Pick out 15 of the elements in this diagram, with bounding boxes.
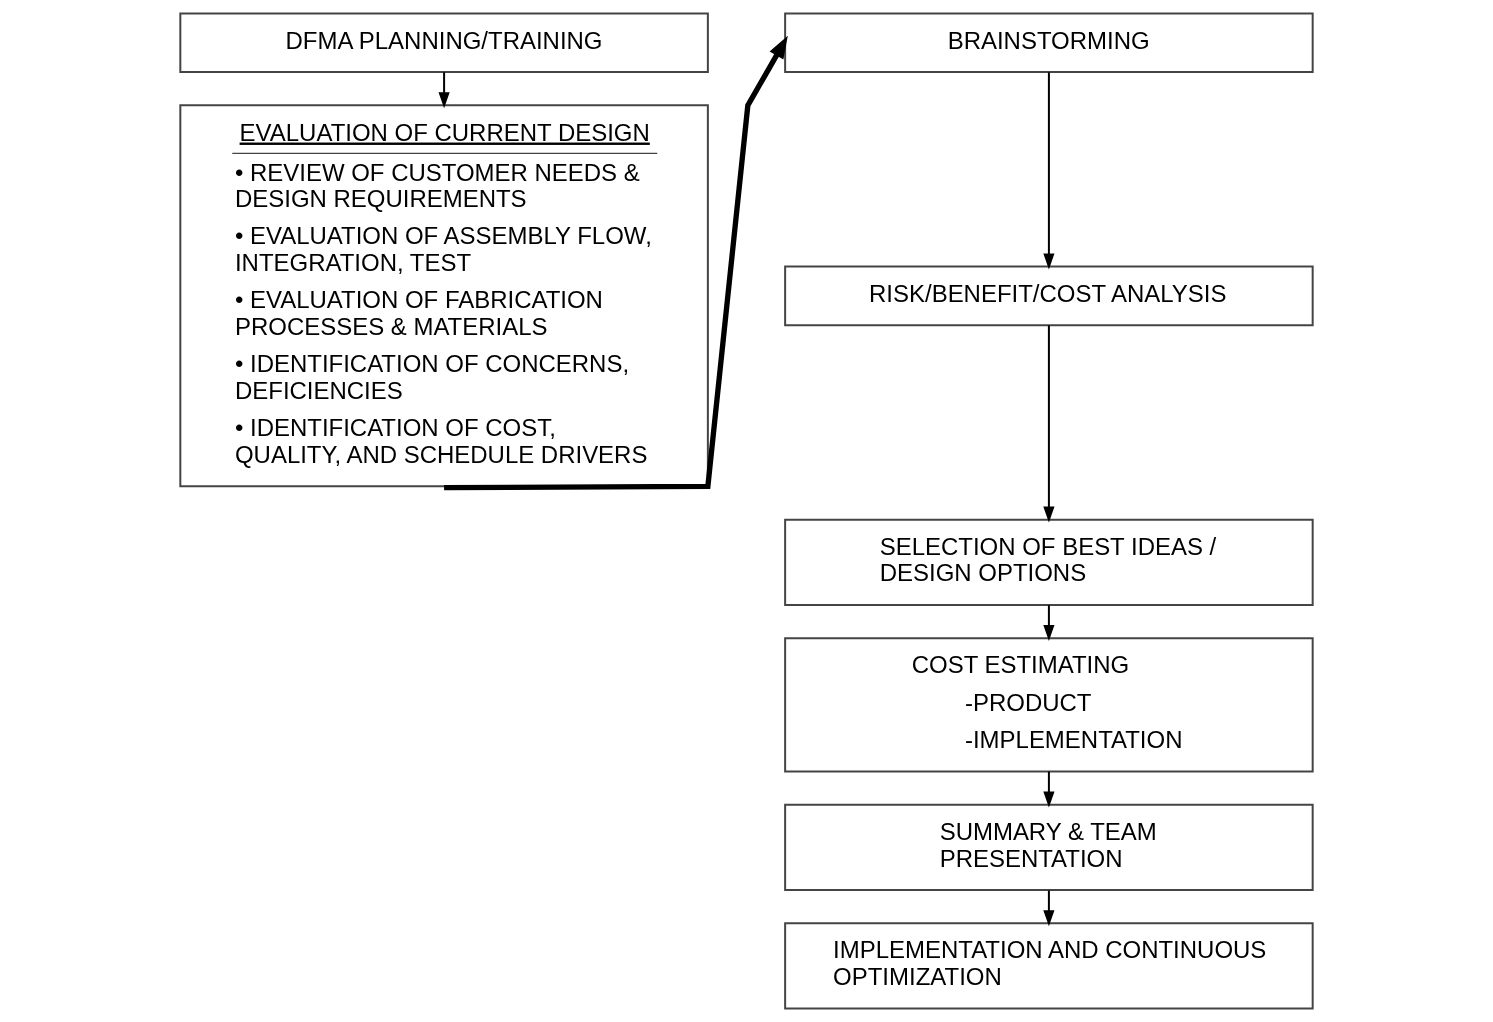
node-box: COST ESTIMATING -PRODUCT -IMPLEMENTATION (784, 637, 1314, 773)
node-box: EVALUATION OF CURRENT DESIGN • REVIEW OF CUSTOMER NEEDS & DESIGN REQUIREMENTS • EVALUATION OF ASSEMBLY FLOW, INTEGRATION, TEST • EVALUATION OF FABRICATION PROCESSES & MATERIALS • IDENTIFICATION OF CONCERNS, DEFICIENCIES • IDENTIFICATION OF COST, QUALITY, AND SCHEDULE DRIVERS (179, 104, 709, 488)
arrow (1043, 889, 1055, 927)
node-box: SUMMARY & TEAM PRESENTATION (784, 803, 1314, 891)
arrow (1043, 604, 1055, 641)
arrow (1043, 324, 1055, 523)
node-box: DFMA PLANNING/TRAINING (179, 12, 709, 74)
node-box: IMPLEMENTATION AND CONTINUOUS OPTIMIZATION (784, 922, 1314, 1010)
arrow (1043, 770, 1055, 808)
node-box: BRAINSTORMING (784, 12, 1314, 74)
arrow (1043, 71, 1055, 270)
node-box: RISK/BENEFIT/COST ANALYSIS (784, 265, 1314, 327)
node-box: SELECTION OF BEST IDEAS / DESIGN OPTIONS (784, 518, 1314, 606)
arrow (438, 71, 450, 109)
arrow (444, 35, 788, 491)
